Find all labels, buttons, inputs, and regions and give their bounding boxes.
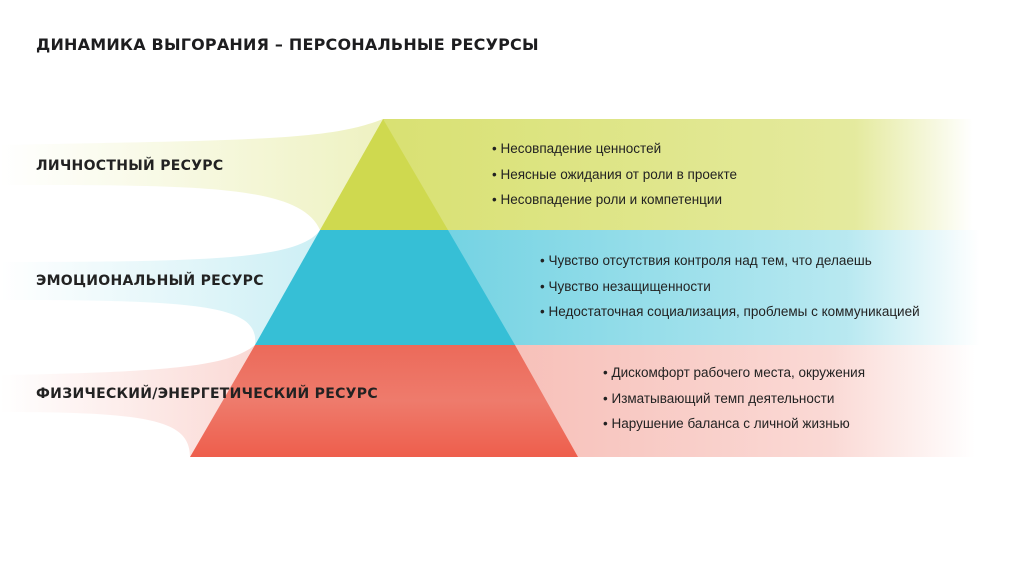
level-label-personal: ЛИЧНОСТНЫЙ РЕСУРС — [36, 158, 224, 174]
list-item: Чувство незащищенности — [540, 274, 920, 300]
list-item: Несовпадение ценностей — [492, 136, 737, 162]
pyramid-physical — [190, 345, 578, 457]
emotional-swoosh — [0, 230, 320, 345]
personal-swoosh — [0, 119, 383, 230]
list-item: Изматывающий темп деятельности — [603, 386, 865, 412]
list-item: Неясные ожидания от роли в проекте — [492, 162, 737, 188]
level-label-physical: ФИЗИЧЕСКИЙ/ЭНЕРГЕТИЧЕСКИЙ РЕСУРС — [36, 386, 378, 402]
emotional-items: Чувство отсутствия контроля над тем, что… — [540, 248, 920, 325]
physical-swoosh — [0, 345, 255, 457]
physical-items: Дискомфорт рабочего места, окружения Изм… — [603, 360, 865, 437]
list-item: Дискомфорт рабочего места, окружения — [603, 360, 865, 386]
pyramid-personal — [320, 119, 448, 230]
list-item: Нарушение баланса с личной жизнью — [603, 411, 865, 437]
list-item: Несовпадение роли и компетенции — [492, 187, 737, 213]
level-label-emotional: ЭМОЦИОНАЛЬНЫЙ РЕСУРС — [36, 273, 264, 289]
personal-items: Несовпадение ценностей Неясные ожидания … — [492, 136, 737, 213]
pyramid-emotional — [255, 230, 515, 345]
list-item: Недостаточная социализация, проблемы с к… — [540, 299, 919, 325]
list-item: Чувство отсутствия контроля над тем, что… — [540, 248, 920, 274]
page-title: ДИНАМИКА ВЫГОРАНИЯ – ПЕРСОНАЛЬНЫЕ РЕСУРС… — [36, 35, 539, 54]
